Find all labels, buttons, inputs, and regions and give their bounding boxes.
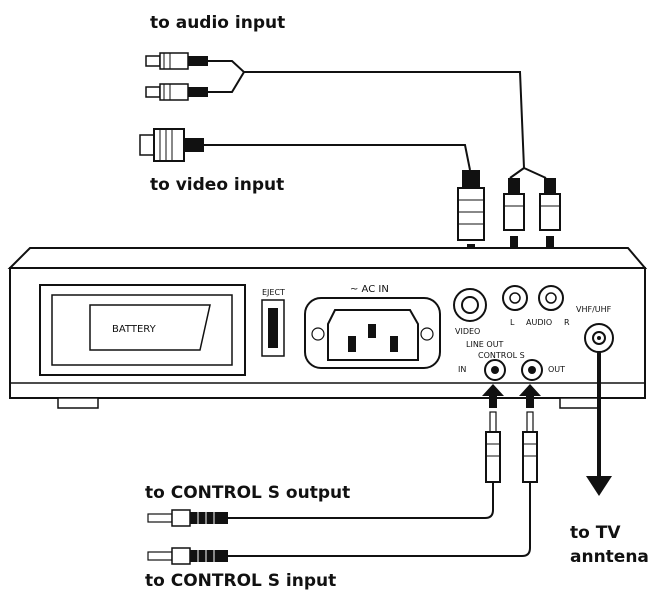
video-label: VIDEO <box>455 327 480 336</box>
control-s-plug-out-icon <box>522 411 538 483</box>
mini-plug-input-icon <box>147 547 228 565</box>
control-s-plug-in-icon <box>485 411 501 483</box>
audio-l-label: L <box>510 318 515 327</box>
label-tv-antenna-line1: to TV <box>570 523 621 543</box>
video-cable <box>204 144 471 171</box>
video-plug-top-icon <box>457 170 485 241</box>
vhf-uhf-label: VHF/UHF <box>576 305 612 314</box>
label-video-input: to video input <box>150 175 284 195</box>
control-in-label: IN <box>458 365 466 374</box>
label-audio-input: to audio input <box>150 13 285 33</box>
audio-plug-white-icon <box>145 52 208 70</box>
eject-label: EJECT <box>262 288 285 297</box>
control-out-label: OUT <box>548 365 565 374</box>
tv-antenna-arrow-icon <box>586 352 612 496</box>
control-s-label: CONTROL S <box>478 351 525 360</box>
mini-plug-output-icon <box>147 509 228 527</box>
audio-cable <box>208 60 547 179</box>
battery-label: BATTERY <box>112 324 157 335</box>
video-plug-bnc-icon <box>139 128 204 162</box>
label-control-s-input: to CONTROL S input <box>145 571 336 591</box>
audio-plug-red-icon <box>145 83 208 101</box>
control-s-output-cable <box>228 482 494 519</box>
ac-in-label: ~ AC IN <box>350 284 389 295</box>
audio-plug-left-top-icon <box>503 178 525 231</box>
label-tv-antenna-line2: anntena <box>570 547 649 567</box>
audio-r-label: R <box>564 318 570 327</box>
unit-rear-panel: BATTERY EJECT ~ AC IN VIDEO L AUDIO R LI… <box>7 247 648 409</box>
control-s-input-cable <box>228 482 531 557</box>
control-s-insert-arrow-icon <box>482 384 541 408</box>
audio-label: AUDIO <box>526 318 552 327</box>
label-control-s-output: to CONTROL S output <box>145 483 350 503</box>
audio-plug-right-top-icon <box>539 178 561 231</box>
line-out-label: LINE OUT <box>466 340 504 349</box>
